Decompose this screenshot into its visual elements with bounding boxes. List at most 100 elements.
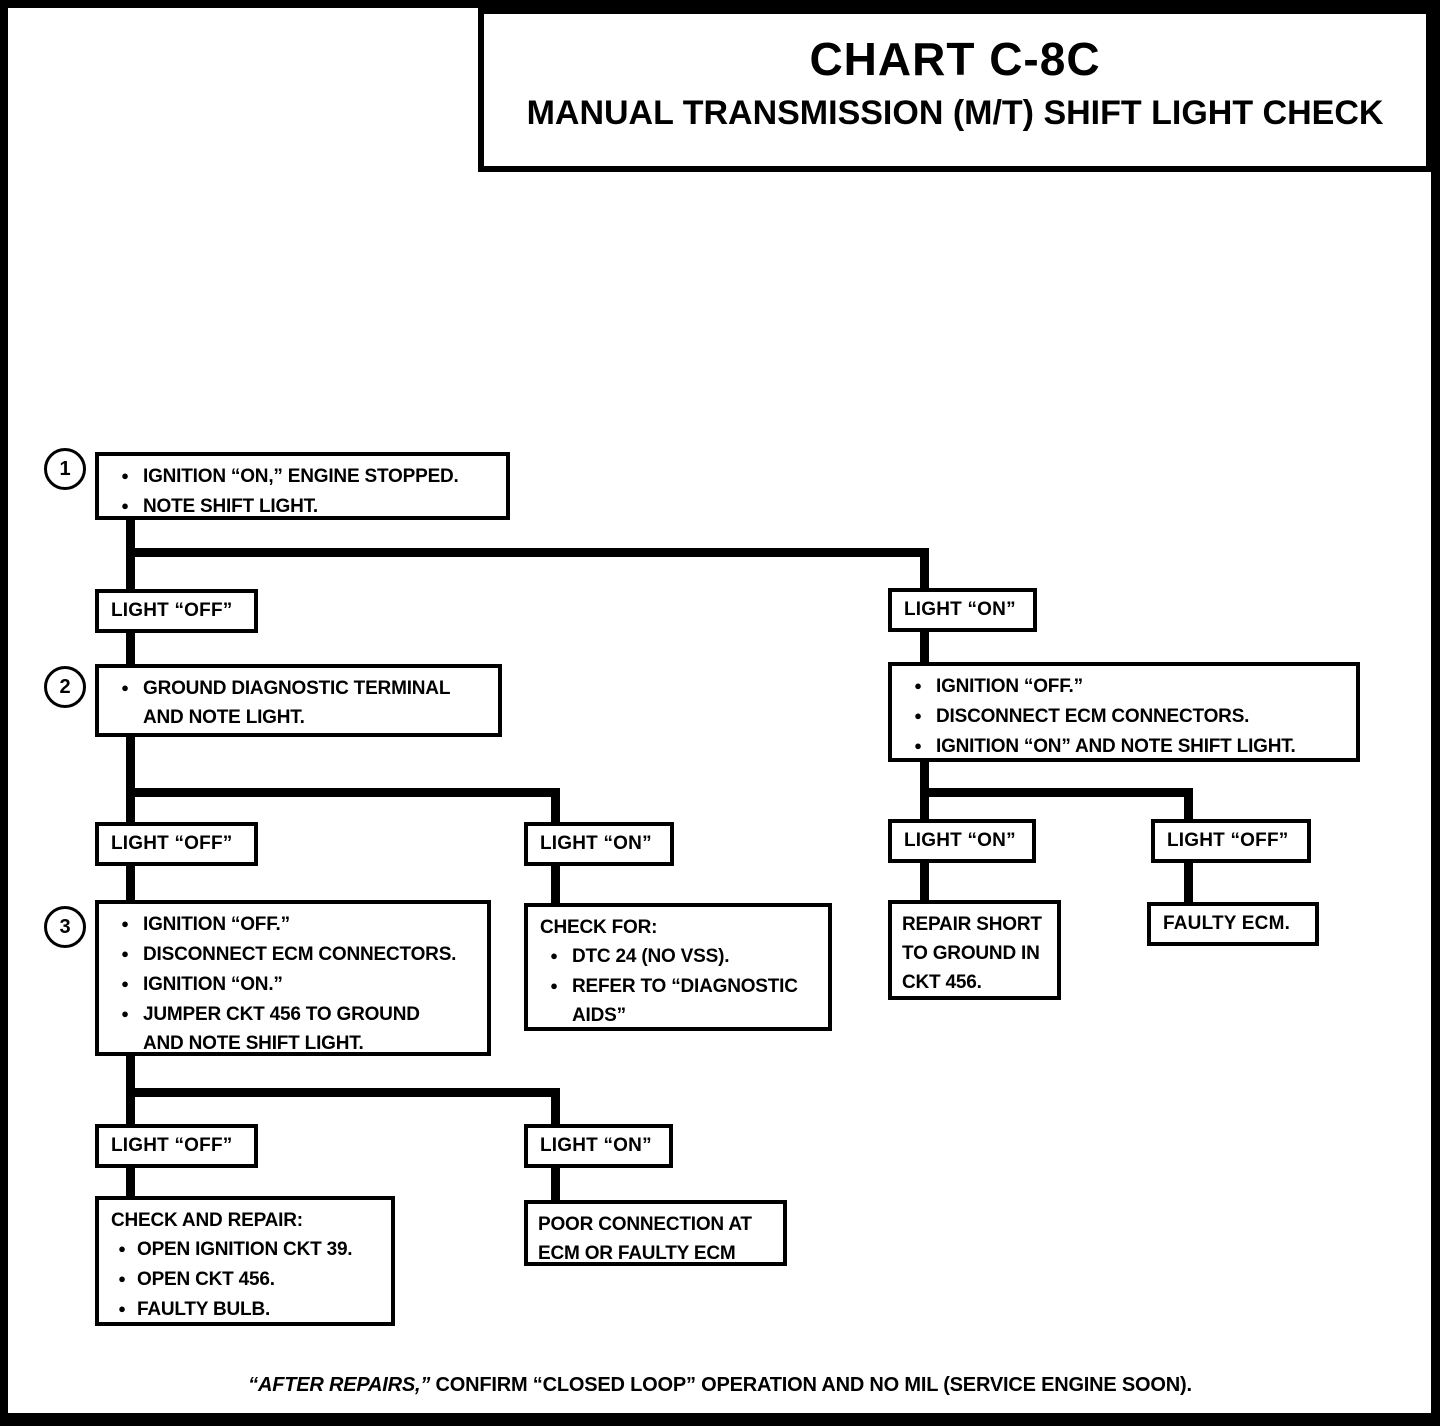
- branch-bar-level1: [126, 548, 929, 557]
- bullet-text: IGNITION “OFF.”: [936, 676, 1083, 697]
- light-off-label: LIGHT “OFF”: [111, 833, 233, 854]
- connector-lightoff3-checkrepair: [126, 1166, 135, 1196]
- bullet-icon: [107, 1235, 137, 1265]
- light-on-3-box: LIGHT “ON”: [524, 1124, 673, 1168]
- bullet-item: NOTE SHIFT LIGHT.: [107, 492, 498, 517]
- connector-step2-lightoff2: [126, 735, 135, 822]
- bullet-icon: [107, 462, 143, 492]
- bullet-text: JUMPER CKT 456 TO GROUND AND NOTE SHIFT …: [143, 1004, 420, 1054]
- step-number-1-label: 1: [59, 457, 71, 480]
- light-on-1-box: LIGHT “ON”: [888, 588, 1037, 632]
- footer-rest-text: CONFIRM “CLOSED LOOP” OPERATION AND NO M…: [430, 1374, 1193, 1396]
- bullet-icon: [536, 942, 572, 972]
- bullet-item: DISCONNECT ECM CONNECTORS.: [107, 940, 479, 970]
- bullet-item: REFER TO “DIAGNOSTIC AIDS”: [536, 972, 820, 1027]
- title-box: CHART C-8C MANUAL TRANSMISSION (M/T) SHI…: [478, 8, 1432, 172]
- result-text: REPAIR SHORT TO GROUND IN CKT 456.: [902, 914, 1042, 993]
- connector-lighton2-checkfor: [551, 864, 560, 903]
- step-number-1: 1: [44, 448, 86, 490]
- bullet-icon: [107, 674, 143, 704]
- poor-connection-box: POOR CONNECTION AT ECM OR FAULTY ECM: [524, 1200, 787, 1266]
- connector-lighton3-poorconn: [551, 1166, 560, 1200]
- bullet-icon: [536, 972, 572, 1002]
- bullet-item: IGNITION “OFF.”: [900, 672, 1348, 702]
- bullet-item: JUMPER CKT 456 TO GROUND AND NOTE SHIFT …: [107, 1000, 479, 1054]
- light-on-label: LIGHT “ON”: [540, 1135, 652, 1156]
- chart-subtitle: MANUAL TRANSMISSION (M/T) SHIFT LIGHT CH…: [526, 94, 1384, 132]
- bullet-item: OPEN CKT 456.: [107, 1265, 383, 1295]
- bullet-item: DISCONNECT ECM CONNECTORS.: [900, 702, 1348, 732]
- branch-bar-level2-left: [126, 788, 560, 797]
- bullet-icon: [107, 1265, 137, 1295]
- light-on-right-box: LIGHT “ON”: [888, 819, 1036, 863]
- bullet-text: NOTE SHIFT LIGHT.: [143, 496, 318, 517]
- step-number-2-label: 2: [59, 675, 71, 698]
- light-off-1-box: LIGHT “OFF”: [95, 589, 258, 633]
- bullet-text: FAULTY BULB.: [137, 1299, 271, 1320]
- bullet-item: GROUND DIAGNOSTIC TERMINAL AND NOTE LIGH…: [107, 674, 490, 732]
- light-off-label: LIGHT “OFF”: [111, 600, 233, 621]
- faulty-ecm-box: FAULTY ECM.: [1147, 902, 1319, 946]
- light-off-right-box: LIGHT “OFF”: [1151, 819, 1311, 863]
- bullet-text: REFER TO “DIAGNOSTIC AIDS”: [572, 976, 798, 1026]
- light-on-label: LIGHT “ON”: [904, 830, 1016, 851]
- connector-lightoff1-step2: [126, 632, 135, 664]
- bullet-text: DISCONNECT ECM CONNECTORS.: [936, 706, 1250, 727]
- bullet-text: IGNITION “OFF.”: [143, 914, 290, 935]
- connector-lightoff2-step3: [126, 864, 135, 900]
- step2-box: GROUND DIAGNOSTIC TERMINAL AND NOTE LIGH…: [95, 664, 502, 737]
- ecm-check-box: IGNITION “OFF.” DISCONNECT ECM CONNECTOR…: [888, 662, 1360, 762]
- bullet-icon: [107, 492, 143, 516]
- bullet-item: IGNITION “OFF.”: [107, 910, 479, 940]
- bullet-text: OPEN CKT 456.: [137, 1269, 275, 1290]
- connector-branchr-lightoffr: [1184, 788, 1193, 819]
- step-number-2: 2: [44, 666, 86, 708]
- branch-bar-level3: [126, 1088, 560, 1097]
- step3-box: IGNITION “OFF.” DISCONNECT ECM CONNECTOR…: [95, 900, 491, 1056]
- connector-branch2-lighton2: [551, 788, 560, 822]
- bullet-icon: [900, 672, 936, 702]
- bullet-text: GROUND DIAGNOSTIC TERMINAL AND NOTE LIGH…: [143, 678, 450, 728]
- bullet-item: IGNITION “ON” AND NOTE SHIFT LIGHT.: [900, 732, 1348, 758]
- chart-title: CHART C-8C: [809, 33, 1101, 85]
- repair-short-box: REPAIR SHORT TO GROUND IN CKT 456.: [888, 900, 1061, 1000]
- light-off-label: LIGHT “OFF”: [1167, 830, 1289, 851]
- connector-lightoffr-faultyecm: [1184, 861, 1193, 902]
- light-on-label: LIGHT “ON”: [904, 599, 1016, 620]
- check-and-repair-box: CHECK AND REPAIR: OPEN IGNITION CKT 39. …: [95, 1196, 395, 1326]
- result-text: POOR CONNECTION AT ECM OR FAULTY ECM: [538, 1214, 752, 1264]
- bullet-item: IGNITION “ON.”: [107, 970, 479, 1000]
- bullet-icon: [107, 970, 143, 1000]
- bullet-text: IGNITION “ON,” ENGINE STOPPED.: [143, 466, 459, 487]
- bullet-item: DTC 24 (NO VSS).: [536, 942, 820, 972]
- bullet-text: DISCONNECT ECM CONNECTORS.: [143, 944, 457, 965]
- bullet-item: OPEN IGNITION CKT 39.: [107, 1235, 383, 1265]
- bullet-text: IGNITION “ON.”: [143, 974, 283, 995]
- bullet-icon: [107, 910, 143, 940]
- step1-box: IGNITION “ON,” ENGINE STOPPED. NOTE SHIF…: [95, 452, 510, 520]
- bullet-icon: [900, 732, 936, 758]
- check-for-box: CHECK FOR: DTC 24 (NO VSS). REFER TO “DI…: [524, 903, 832, 1031]
- connector-branch1-lighton1: [920, 548, 929, 588]
- connector-lighton1-ecmcheck: [920, 630, 929, 662]
- connector-branch3-lighton3: [551, 1088, 560, 1124]
- connector-lightonr-repairshort: [920, 861, 929, 900]
- branch-bar-level2-right: [920, 788, 1193, 797]
- footer-italic-text: “AFTER REPAIRS,”: [248, 1374, 431, 1396]
- light-off-label: LIGHT “OFF”: [111, 1135, 233, 1156]
- result-text: FAULTY ECM.: [1163, 913, 1291, 934]
- bullet-icon: [107, 1295, 137, 1322]
- footer-note: “AFTER REPAIRS,” CONFIRM “CLOSED LOOP” O…: [0, 1374, 1440, 1397]
- bullet-item: IGNITION “ON,” ENGINE STOPPED.: [107, 462, 498, 492]
- light-off-2-box: LIGHT “OFF”: [95, 822, 258, 866]
- bullet-icon: [900, 702, 936, 732]
- light-on-label: LIGHT “ON”: [540, 833, 652, 854]
- bullet-text: DTC 24 (NO VSS).: [572, 946, 730, 967]
- bullet-text: OPEN IGNITION CKT 39.: [137, 1239, 353, 1260]
- step-number-3: 3: [44, 906, 86, 948]
- box-header: CHECK FOR:: [540, 917, 658, 938]
- bullet-icon: [107, 1000, 143, 1030]
- box-header: CHECK AND REPAIR:: [111, 1210, 303, 1231]
